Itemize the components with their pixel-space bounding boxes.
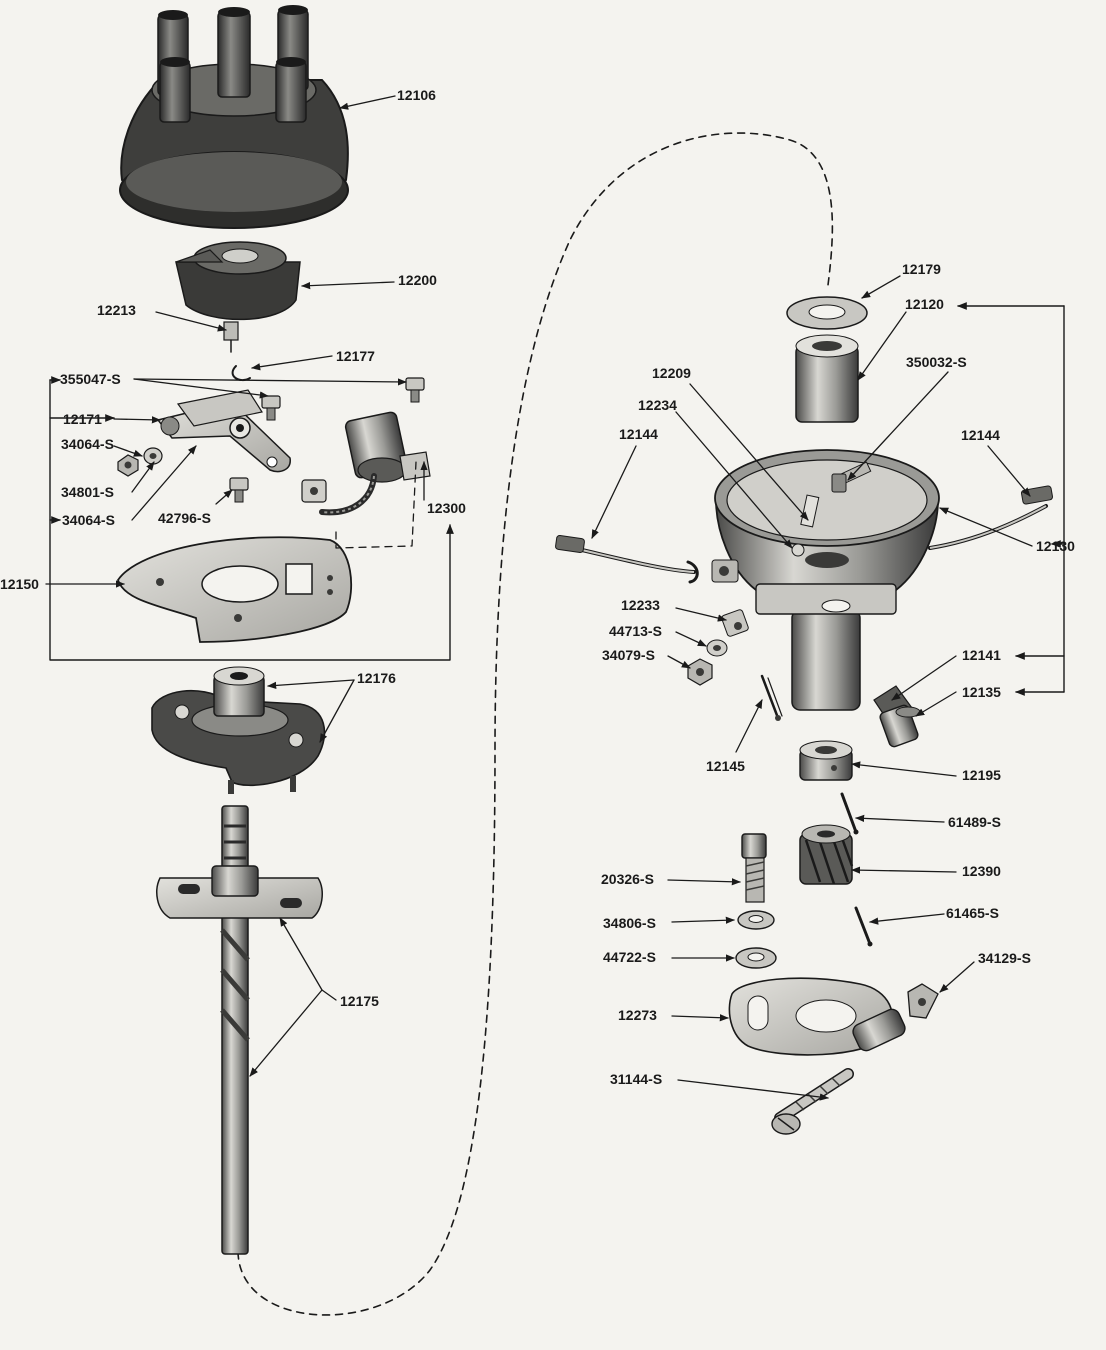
- right-bracket: [957, 302, 1065, 696]
- lock-washer-small: [143, 447, 163, 465]
- label-34806-s: 34806-S: [603, 915, 656, 931]
- spring-clip-left: [555, 535, 699, 584]
- hex-nut-small: [117, 454, 139, 477]
- label-12179: 12179: [902, 261, 941, 277]
- collar-12195: [799, 740, 853, 781]
- thrust-washer: [786, 296, 868, 330]
- label-12195: 12195: [962, 767, 1001, 783]
- label-44722-s: 44722-S: [603, 949, 656, 965]
- nut-34079: [687, 658, 713, 686]
- screw-42796: [229, 477, 249, 503]
- label-12300: 12300: [427, 500, 466, 516]
- label-31144-s: 31144-S: [610, 1071, 662, 1087]
- label-34079-s: 34079-S: [602, 647, 655, 663]
- distributor-cap: [119, 5, 349, 229]
- label-61489-s: 61489-S: [948, 814, 1001, 830]
- label-34129-s: 34129-S: [978, 950, 1031, 966]
- label-12234: 12234: [638, 397, 677, 413]
- drive-gear-12390: [799, 824, 854, 885]
- plug-12233: [721, 609, 749, 637]
- label-12390: 12390: [962, 863, 1001, 879]
- washer-44713: [706, 639, 728, 657]
- retaining-ring: [231, 365, 251, 382]
- label-12150: 12150: [0, 576, 39, 592]
- condenser: [301, 411, 431, 516]
- label-20326-s: 20326-S: [601, 871, 654, 887]
- pin-61489: [840, 792, 859, 835]
- label-355047-s: 355047-S: [60, 371, 121, 387]
- rotor-clip: [223, 321, 239, 353]
- flat-washer-44722: [735, 947, 777, 969]
- pin-61465: [854, 906, 873, 947]
- label-12213: 12213: [97, 302, 136, 318]
- label-12171: 12171: [63, 411, 102, 427]
- label-12144-a: 12144: [619, 426, 658, 442]
- label-12175: 12175: [340, 993, 379, 1009]
- leader-lines: [45, 95, 1033, 1101]
- breaker-points-assembly: [156, 389, 291, 473]
- assembly-dashed-path: [237, 132, 834, 1316]
- lock-washer-34806: [737, 910, 775, 930]
- distributor-shaft: [156, 805, 324, 1255]
- label-12144-b: 12144: [961, 427, 1000, 443]
- oiler-12135: [879, 704, 921, 748]
- breaker-plate: [117, 536, 353, 643]
- label-12177: 12177: [336, 348, 375, 364]
- label-34064-s-b: 34064-S: [62, 512, 115, 528]
- label-12200: 12200: [398, 272, 437, 288]
- rotor: [175, 241, 301, 321]
- label-12130: 12130: [1036, 538, 1075, 554]
- label-12106: 12106: [397, 87, 436, 103]
- label-34064-s-a: 34064-S: [61, 436, 114, 452]
- label-12145: 12145: [706, 758, 745, 774]
- label-12176: 12176: [357, 670, 396, 686]
- label-12135: 12135: [962, 684, 1001, 700]
- screw-355047-b: [405, 377, 425, 403]
- subassembly-bracket: [49, 376, 454, 661]
- bushing: [795, 334, 859, 423]
- square-nut-34129: [907, 983, 939, 1019]
- label-12233: 12233: [621, 597, 660, 613]
- condenser-dashed-link: [335, 461, 417, 549]
- part-labels: 12106 12200 12213 12177 355047-S 12171 3…: [0, 87, 1075, 1087]
- label-350032-s: 350032-S: [906, 354, 967, 370]
- cotter-pin-12145: [760, 674, 783, 721]
- label-12273: 12273: [618, 1007, 657, 1023]
- label-12209: 12209: [652, 365, 691, 381]
- bolt-20326: [741, 833, 767, 903]
- label-42796-s: 42796-S: [158, 510, 211, 526]
- label-61465-s: 61465-S: [946, 905, 999, 921]
- label-12120: 12120: [905, 296, 944, 312]
- governor-advance-weights: [151, 666, 326, 794]
- label-44713-s: 44713-S: [609, 623, 662, 639]
- label-12141: 12141: [962, 647, 1001, 663]
- clamp-12273: [728, 977, 906, 1056]
- distributor-housing: [711, 449, 940, 711]
- screw-355047-a: [261, 395, 281, 421]
- label-34801-s: 34801-S: [61, 484, 114, 500]
